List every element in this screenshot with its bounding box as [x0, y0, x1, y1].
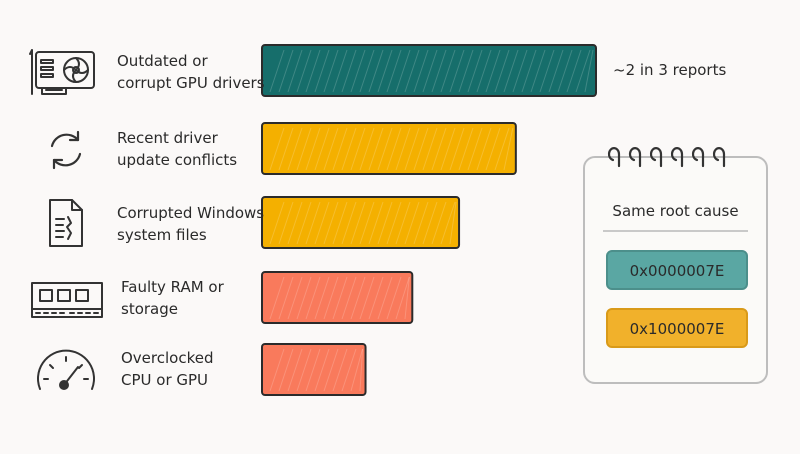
bar-hatch [269, 49, 594, 93]
bar [261, 44, 597, 97]
error-code-badge: 0x0000007E [606, 250, 748, 290]
spiral-binding-icon [607, 147, 726, 168]
category-label: Overclocked CPU or GPU [121, 349, 214, 389]
refresh-icon [50, 130, 82, 170]
category-label: Corrupted Windows system files [117, 204, 265, 244]
bar [261, 196, 461, 249]
gpu-card-icon [29, 49, 95, 95]
bar-hatch [269, 348, 364, 392]
bar [261, 271, 414, 324]
document-icon [49, 199, 83, 247]
bar-annotation: ~2 in 3 reports [613, 61, 727, 79]
error-code-notepad: Same root cause 0x0000007E 0x1000007E [583, 156, 768, 384]
bar-hatch [269, 127, 514, 171]
bar [261, 343, 367, 396]
speedometer-icon [37, 349, 95, 390]
ram-module-icon [31, 282, 103, 318]
category-label: Faulty RAM or storage [121, 278, 224, 318]
bar-hatch [269, 201, 457, 245]
error-code-badge: 0x1000007E [606, 308, 748, 348]
bar [261, 122, 517, 175]
notepad-divider [603, 230, 748, 232]
category-label: Recent driver update conflicts [117, 129, 238, 169]
notepad-title: Same root cause [612, 202, 739, 220]
bar-hatch [269, 276, 410, 320]
category-label: Outdated or corrupt GPU drivers [117, 52, 265, 92]
